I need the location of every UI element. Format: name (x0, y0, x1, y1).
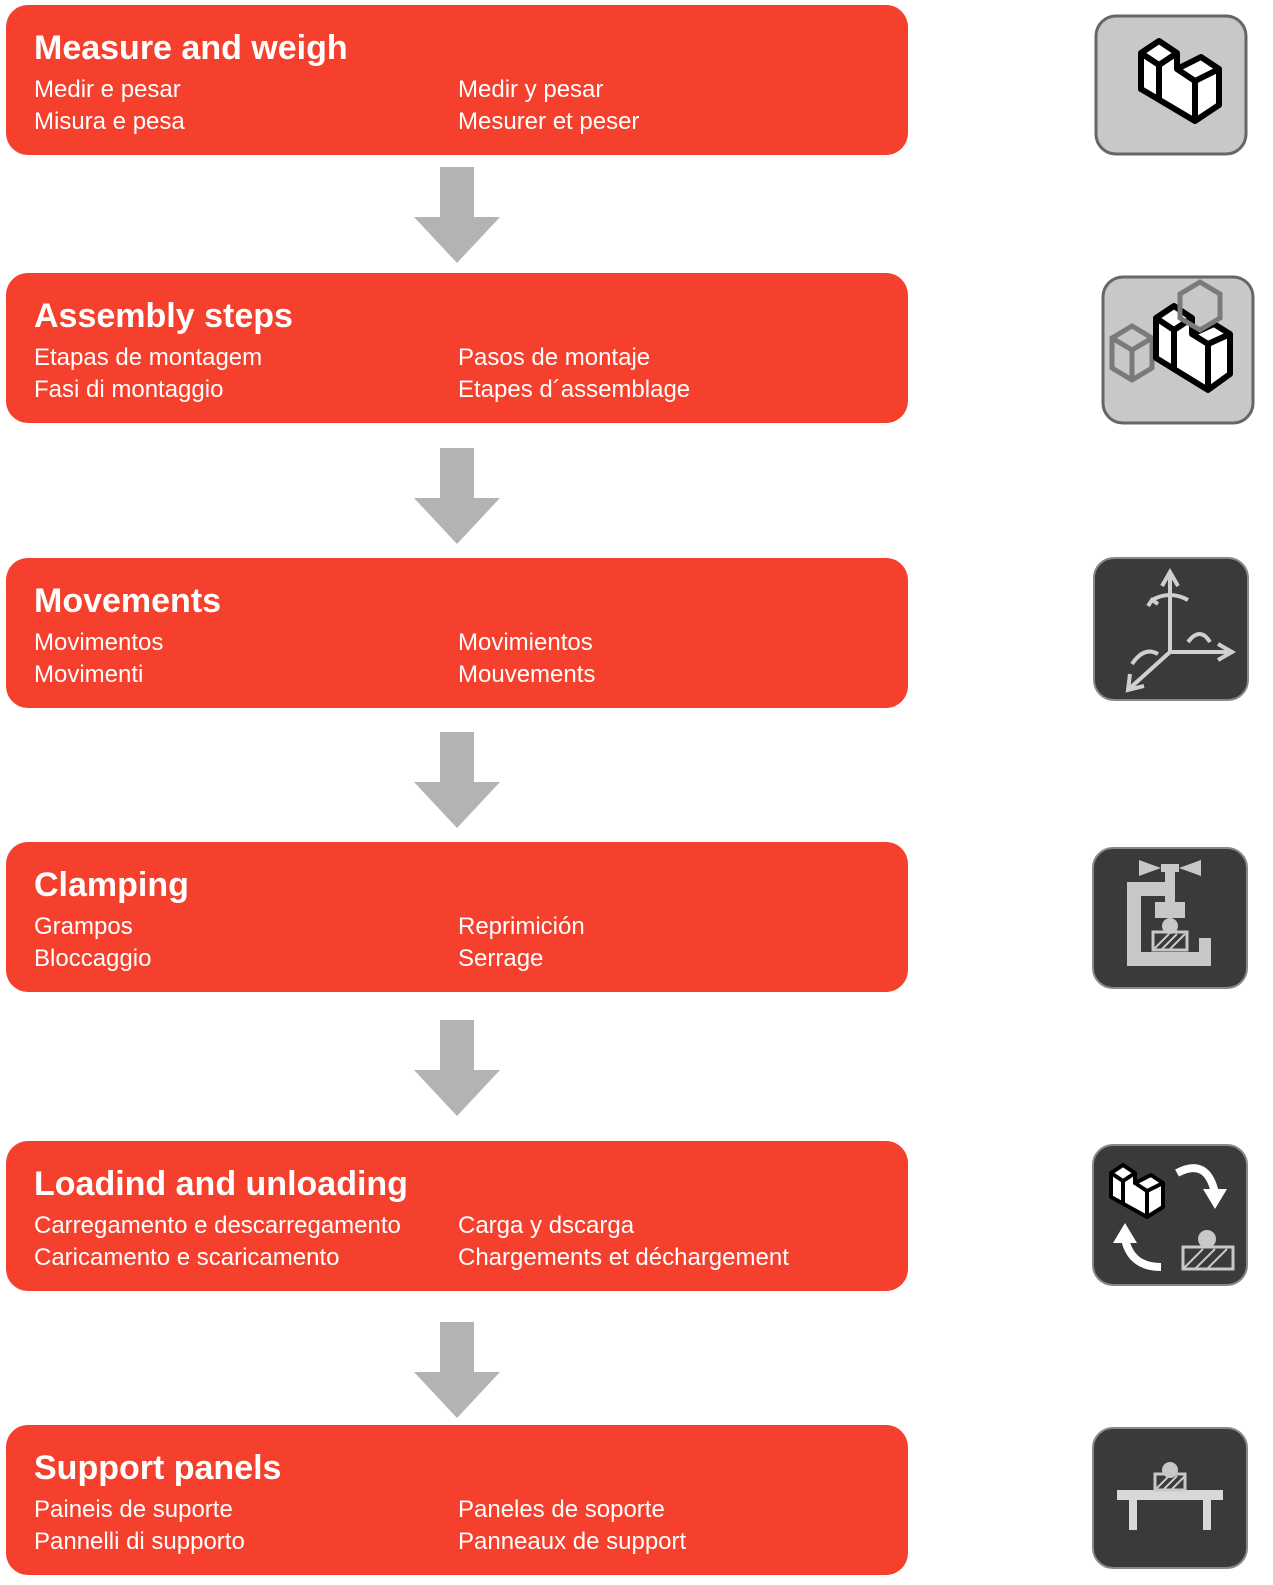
step-box-movements: Movements Movimentos Movimientos Movimen… (6, 558, 908, 708)
support-panel-icon[interactable] (1091, 1426, 1249, 1570)
step-box-measure: Measure and weigh Medir e pesar Medir y … (6, 5, 908, 155)
step-label-pt: Medir e pesar (34, 76, 181, 103)
step-label-fr: Mesurer et peser (458, 108, 640, 135)
step-title: Support panels (34, 1449, 282, 1487)
step-label-es: Paneles de soporte (458, 1496, 665, 1523)
load-unload-icon[interactable] (1091, 1143, 1249, 1287)
step-label-fr: Panneaux de support (458, 1528, 687, 1555)
step-label-es: Medir y pesar (458, 76, 604, 103)
step-title: Assembly steps (34, 297, 293, 335)
step-label-es: Movimientos (458, 629, 593, 656)
step-label-es: Reprimición (458, 913, 585, 940)
step-label-es: Pasos de montaje (458, 344, 651, 371)
step-label-es: Carga y dscarga (458, 1212, 635, 1239)
movements-icon[interactable] (1092, 556, 1250, 702)
step-box-loading: Loadind and unloading Carregamento e des… (6, 1141, 908, 1291)
step-box-clamping: Clamping Grampos Reprimición Bloccaggio … (6, 842, 908, 992)
step-label-fr: Etapes d´assemblage (458, 376, 691, 403)
step-label-pt: Paineis de suporte (34, 1496, 233, 1523)
step-label-pt: Grampos (34, 913, 133, 940)
step-title: Movements (34, 582, 222, 620)
down-arrow-icon (414, 1020, 500, 1116)
measure-weigh-icon[interactable] (1093, 13, 1249, 157)
step-label-pt: Etapas de montagem (34, 344, 263, 371)
step-label-it: Bloccaggio (34, 945, 152, 972)
clamp-icon[interactable] (1091, 846, 1249, 990)
step-label-pt: Movimentos (34, 629, 164, 656)
down-arrow-icon (414, 448, 500, 544)
step-label-fr: Chargements et déchargement (458, 1244, 789, 1271)
step-label-it: Pannelli di supporto (34, 1528, 245, 1555)
step-title: Clamping (34, 866, 189, 904)
step-label-it: Movimenti (34, 661, 144, 688)
step-label-it: Misura e pesa (34, 108, 185, 135)
step-box-support: Support panels Paineis de suporte Panele… (6, 1425, 908, 1575)
step-label-fr: Serrage (458, 945, 544, 972)
assembly-steps-icon[interactable] (1100, 274, 1256, 426)
down-arrow-icon (414, 167, 500, 263)
step-label-fr: Mouvements (458, 661, 596, 688)
step-title: Loadind and unloading (34, 1165, 408, 1203)
step-label-it: Caricamento e scaricamento (34, 1244, 340, 1271)
step-label-pt: Carregamento e descarregamento (34, 1212, 401, 1239)
down-arrow-icon (414, 732, 500, 828)
down-arrow-icon (414, 1322, 500, 1418)
step-title: Measure and weigh (34, 29, 348, 67)
step-box-assembly: Assembly steps Etapas de montagem Pasos … (6, 273, 908, 423)
step-label-it: Fasi di montaggio (34, 376, 224, 403)
